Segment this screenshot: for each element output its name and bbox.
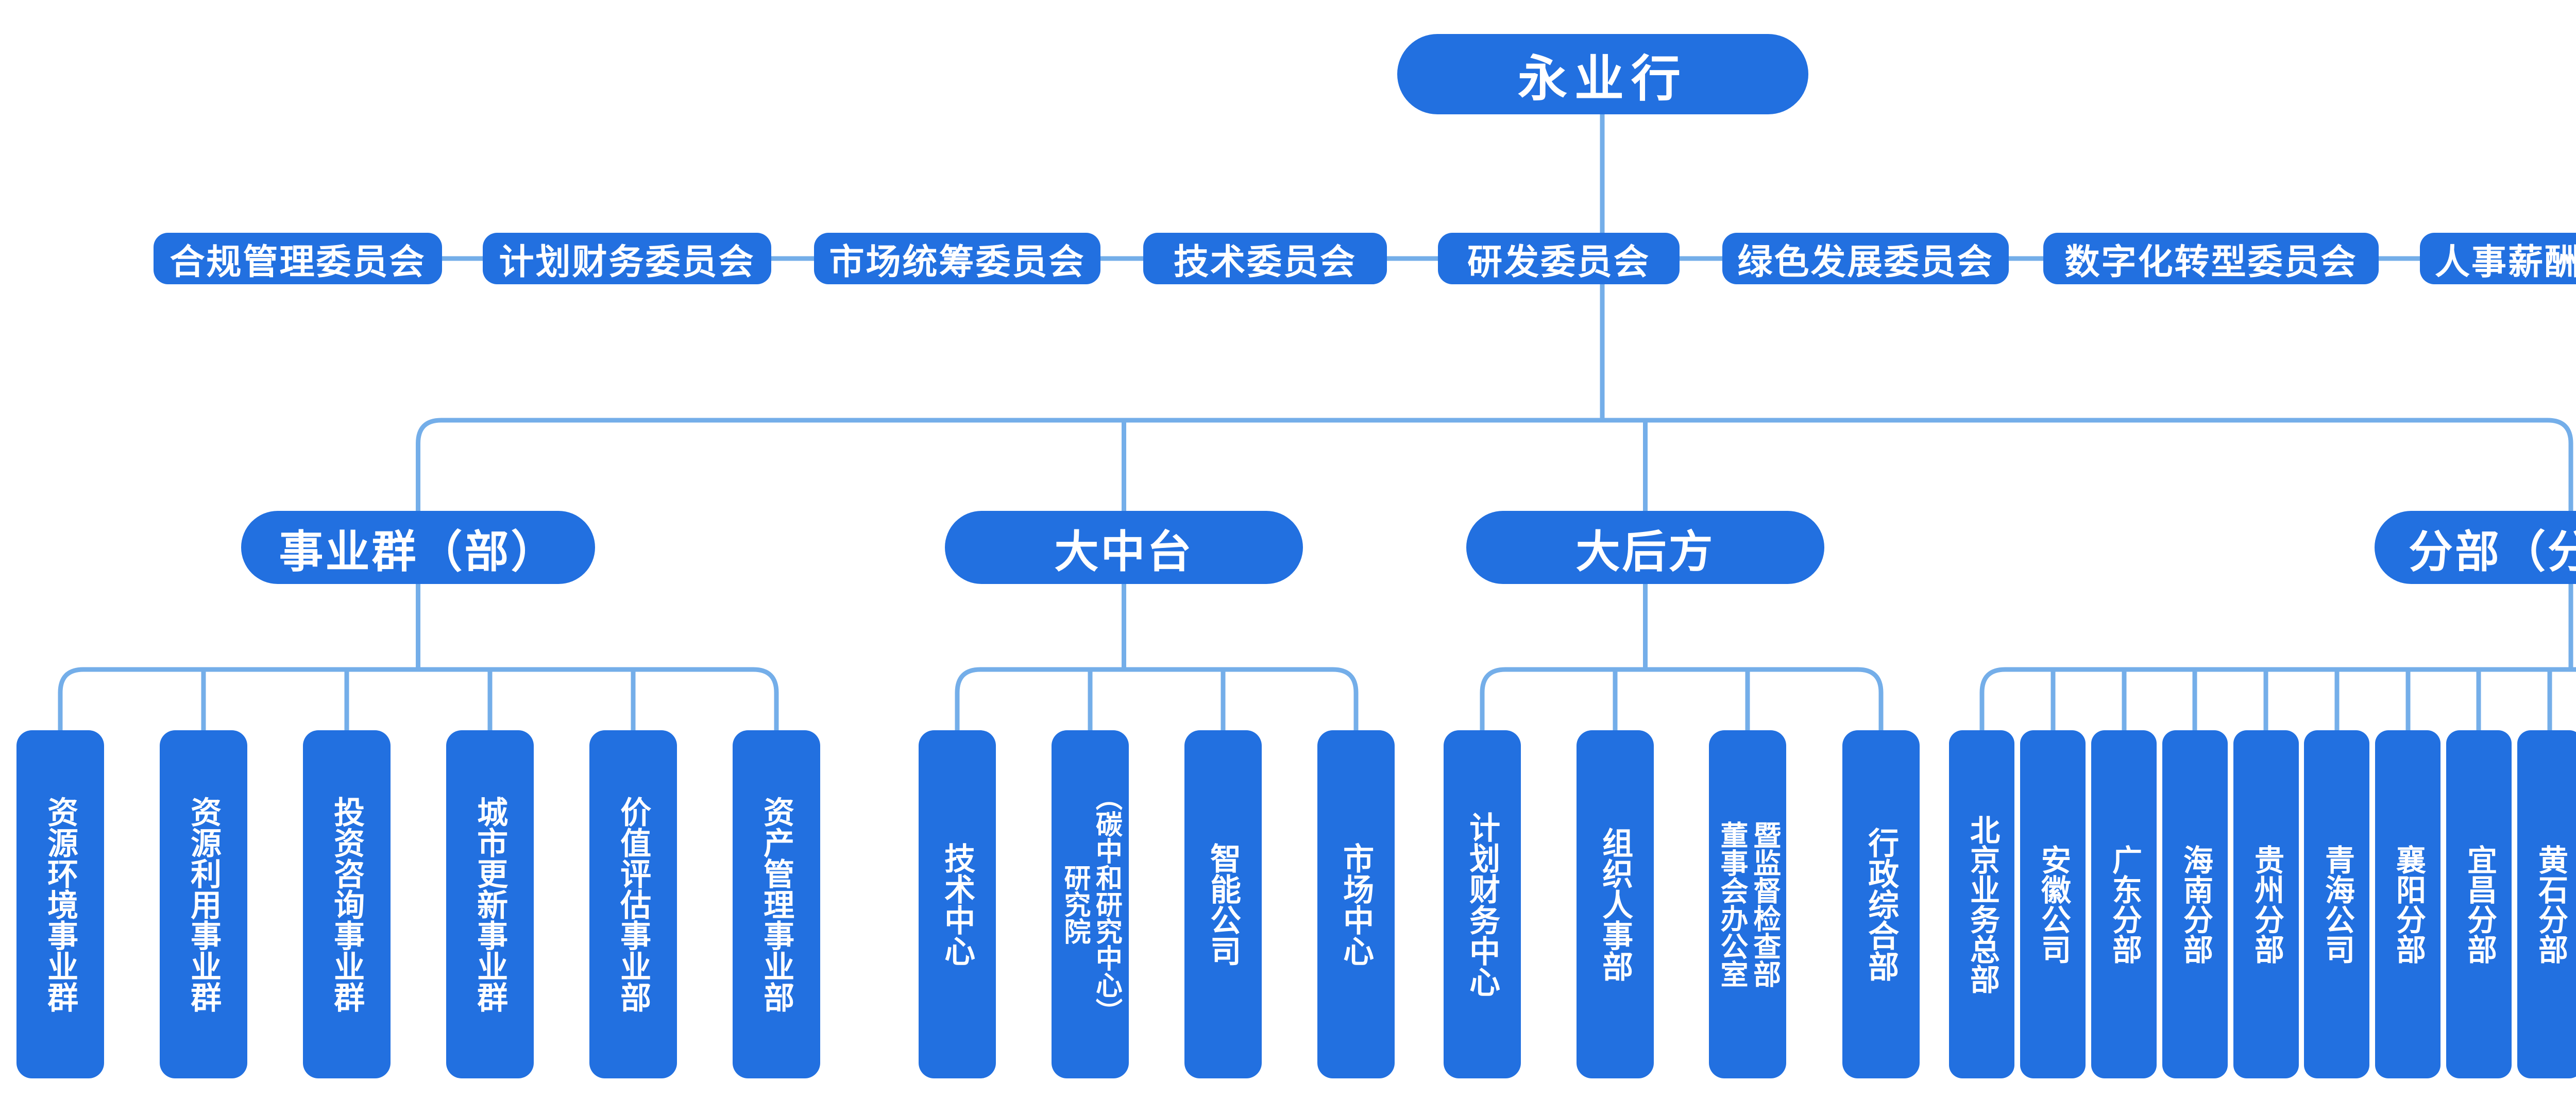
- connector-main-rail: [416, 418, 2573, 513]
- committee-label: 技术委员会: [1173, 242, 1357, 282]
- regional-branch-child: 北京业务总部: [1949, 730, 2014, 1078]
- child-label: 海南分部: [2178, 845, 2212, 964]
- child-label: 安徽公司: [2036, 845, 2070, 964]
- connector-group-rail: [1979, 667, 2576, 730]
- middle-platform-child: 研究院（碳中和研究中心）: [1052, 730, 1129, 1078]
- root-node: 永业行: [1397, 34, 1808, 114]
- back-office-child: 行政综合部: [1842, 730, 1920, 1078]
- child-label: 资产管理事业部: [759, 796, 794, 1012]
- connector-group-rail: [955, 667, 1359, 730]
- committee-label: 计划财务委员会: [499, 242, 755, 282]
- branch-back-office-header: 大后方: [1466, 511, 1824, 584]
- branch-label: 大中台: [1054, 527, 1194, 577]
- middle-platform-child: 技术中心: [919, 730, 996, 1078]
- committee-hr-compensation-node: 人事薪酬委员会: [2420, 233, 2576, 284]
- branch-middle-platform-header: 大中台: [945, 511, 1303, 584]
- child-label: 投资咨询事业群: [329, 796, 364, 1012]
- committee-label: 绿色发展委员会: [1737, 242, 1994, 282]
- committee-digital-transformation-node: 数字化转型委员会: [2043, 233, 2379, 284]
- branch-business-groups-header: 事业群（部）: [241, 511, 595, 584]
- child-label: 贵州分部: [2249, 845, 2283, 964]
- committee-planning-finance-node: 计划财务委员会: [483, 233, 771, 284]
- committee-technology-node: 技术委员会: [1143, 233, 1387, 284]
- child-label: 资源利用事业群: [186, 796, 221, 1012]
- committee-label: 合规管理委员会: [170, 242, 426, 282]
- child-label: 青海公司: [2320, 845, 2354, 964]
- child-label: 价值评估事业部: [616, 796, 651, 1012]
- regional-branch-child: 黄石分部: [2517, 730, 2576, 1078]
- regional-branch-child: 广东分部: [2091, 730, 2157, 1078]
- child-label: 黄石分部: [2533, 845, 2567, 964]
- branch-regional-branches-header: 分部（分公司）: [2375, 511, 2576, 584]
- back-office-child: 计划财务中心: [1444, 730, 1521, 1078]
- child-label: 行政综合部: [1863, 827, 1899, 982]
- child-label: 研究院（碳中和研究中心）: [1060, 784, 1122, 1025]
- middle-platform-child: 智能公司: [1184, 730, 1262, 1078]
- business-group-child: 资产管理事业部: [733, 730, 820, 1078]
- child-label: 北京业务总部: [1965, 815, 1999, 994]
- business-group-child: 资源利用事业群: [160, 730, 247, 1078]
- child-label: 宜昌分部: [2462, 845, 2496, 964]
- regional-branch-child: 宜昌分部: [2446, 730, 2512, 1078]
- regional-branch-child: 青海公司: [2304, 730, 2369, 1078]
- back-office-child: 董事会办公室暨监督检查部: [1709, 730, 1786, 1078]
- committee-label: 人事薪酬委员会: [2434, 242, 2576, 282]
- business-group-child: 价值评估事业部: [589, 730, 677, 1078]
- connector-group-rail: [1480, 667, 1884, 730]
- regional-branch-child: 海南分部: [2162, 730, 2228, 1078]
- child-label: 市场中心: [1338, 843, 1374, 966]
- regional-branch-child: 襄阳分部: [2375, 730, 2441, 1078]
- connector-group-rail: [58, 667, 779, 730]
- child-label: 技术中心: [940, 843, 975, 966]
- committee-label: 市场统筹委员会: [829, 242, 1086, 282]
- committee-label: 研发委员会: [1467, 242, 1650, 282]
- business-group-child: 投资咨询事业群: [303, 730, 391, 1078]
- committee-green-development-node: 绿色发展委员会: [1722, 233, 2009, 284]
- child-label: 董事会办公室暨监督检查部: [1716, 821, 1780, 988]
- child-label: 襄阳分部: [2391, 845, 2425, 964]
- committee-compliance-node: 合规管理委员会: [154, 233, 442, 284]
- root-label: 永业行: [1518, 51, 1688, 107]
- business-group-child: 城市更新事业群: [446, 730, 534, 1078]
- child-label: 组织人事部: [1598, 827, 1633, 982]
- branch-label: 大后方: [1575, 527, 1715, 577]
- regional-branch-child: 安徽公司: [2020, 730, 2086, 1078]
- child-label: 计划财务中心: [1465, 812, 1500, 997]
- committee-market-coordination-node: 市场统筹委员会: [814, 233, 1100, 284]
- child-label: 智能公司: [1206, 843, 1241, 966]
- child-label: 广东分部: [2107, 845, 2141, 964]
- committee-label: 数字化转型委员会: [2064, 242, 2358, 282]
- committee-rd-node: 研发委员会: [1438, 233, 1680, 284]
- business-group-child: 资源环境事业群: [16, 730, 104, 1078]
- regional-branch-child: 贵州分部: [2233, 730, 2299, 1078]
- branch-label: 事业群（部）: [279, 527, 557, 577]
- branch-label: 分部（分公司）: [2409, 527, 2576, 577]
- middle-platform-child: 市场中心: [1317, 730, 1395, 1078]
- back-office-child: 组织人事部: [1577, 730, 1654, 1078]
- child-label: 城市更新事业群: [472, 796, 507, 1012]
- child-label: 资源环境事业群: [43, 796, 78, 1012]
